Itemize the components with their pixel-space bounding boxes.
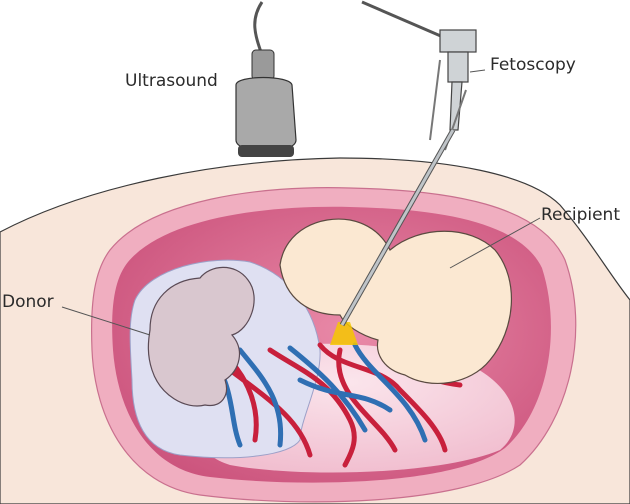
- donor-fetus: [147, 266, 255, 407]
- label-fetoscopy: Fetoscopy: [490, 55, 576, 75]
- label-ultrasound: Ultrasound: [125, 71, 218, 91]
- label-donor: Donor: [2, 292, 54, 312]
- leader-lines: [61, 69, 541, 336]
- laser-light: [330, 322, 358, 345]
- fetoscope: [339, 0, 477, 327]
- placental-vessels: [212, 342, 473, 468]
- ultrasound-probe: [235, 1, 297, 157]
- label-recipient: Recipient: [541, 205, 620, 225]
